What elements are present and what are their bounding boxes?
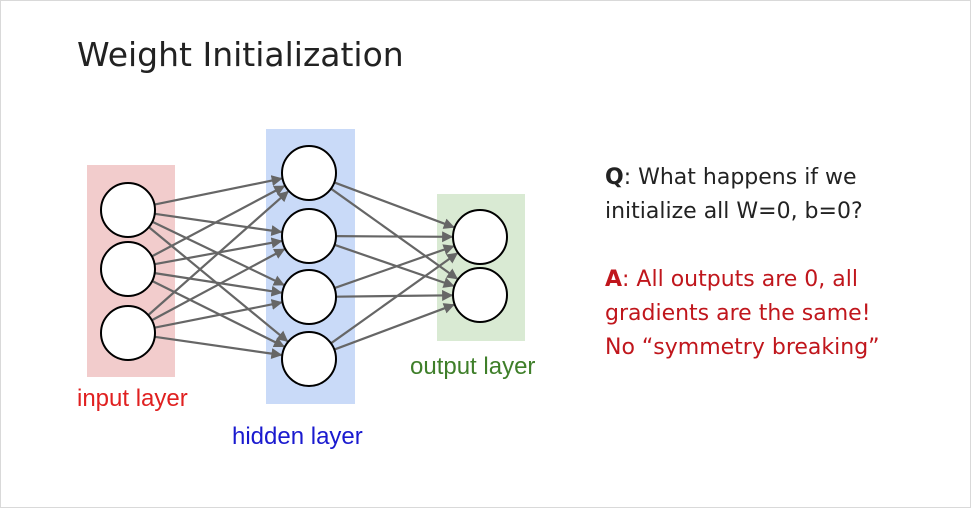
answer-line-3: No “symmetry breaking” <box>605 335 880 360</box>
edge-hidden-4-to-output-2 <box>333 303 455 351</box>
question-text: Q: What happens if we initialize all W=0… <box>605 161 863 229</box>
output-neuron-2 <box>452 267 508 323</box>
hidden-neuron-3 <box>281 269 337 325</box>
hidden-neuron-2 <box>281 208 337 264</box>
edge-input-1-to-hidden-2 <box>154 212 283 237</box>
hidden-neuron-1 <box>281 145 337 201</box>
answer-text: A: All outputs are 0, all gradients are … <box>605 263 880 365</box>
slide-title: Weight Initialization <box>77 35 404 74</box>
edge-input-2-to-hidden-3 <box>154 272 283 297</box>
edge-hidden-1-to-output-2 <box>330 187 459 280</box>
edge-hidden-3-to-output-2 <box>335 289 454 301</box>
output-neuron-1 <box>452 209 508 265</box>
input-neuron-1 <box>100 182 156 238</box>
edge-hidden-3-to-output-1 <box>334 244 455 290</box>
edge-hidden-1-to-output-1 <box>333 181 455 229</box>
edge-input-3-to-hidden-2 <box>151 248 286 322</box>
answer-line-2: gradients are the same! <box>605 301 871 326</box>
output-layer-label: output layer <box>410 353 536 380</box>
hidden-layer-label: hidden layer <box>232 423 363 450</box>
answer-line-1: : All outputs are 0, all <box>622 267 858 292</box>
input-neuron-3 <box>100 305 156 361</box>
question-line-2: initialize all W=0, b=0? <box>605 199 863 224</box>
edge-hidden-2-to-output-1 <box>335 231 454 243</box>
edge-input-3-to-hidden-3 <box>154 298 283 329</box>
hidden-neuron-4 <box>281 331 337 387</box>
edge-hidden-4-to-output-1 <box>330 252 459 345</box>
input-layer-label: input layer <box>77 385 188 412</box>
edge-input-1-to-hidden-1 <box>154 175 283 206</box>
edge-input-2-to-hidden-1 <box>151 185 286 258</box>
answer-prefix: A <box>605 267 623 292</box>
question-line-1: : What happens if we <box>623 165 857 190</box>
edge-hidden-2-to-output-2 <box>334 243 455 288</box>
edge-input-3-to-hidden-1 <box>147 190 289 316</box>
question-prefix: Q <box>605 165 624 190</box>
edge-input-3-to-hidden-4 <box>154 335 283 360</box>
input-neuron-2 <box>100 241 156 297</box>
